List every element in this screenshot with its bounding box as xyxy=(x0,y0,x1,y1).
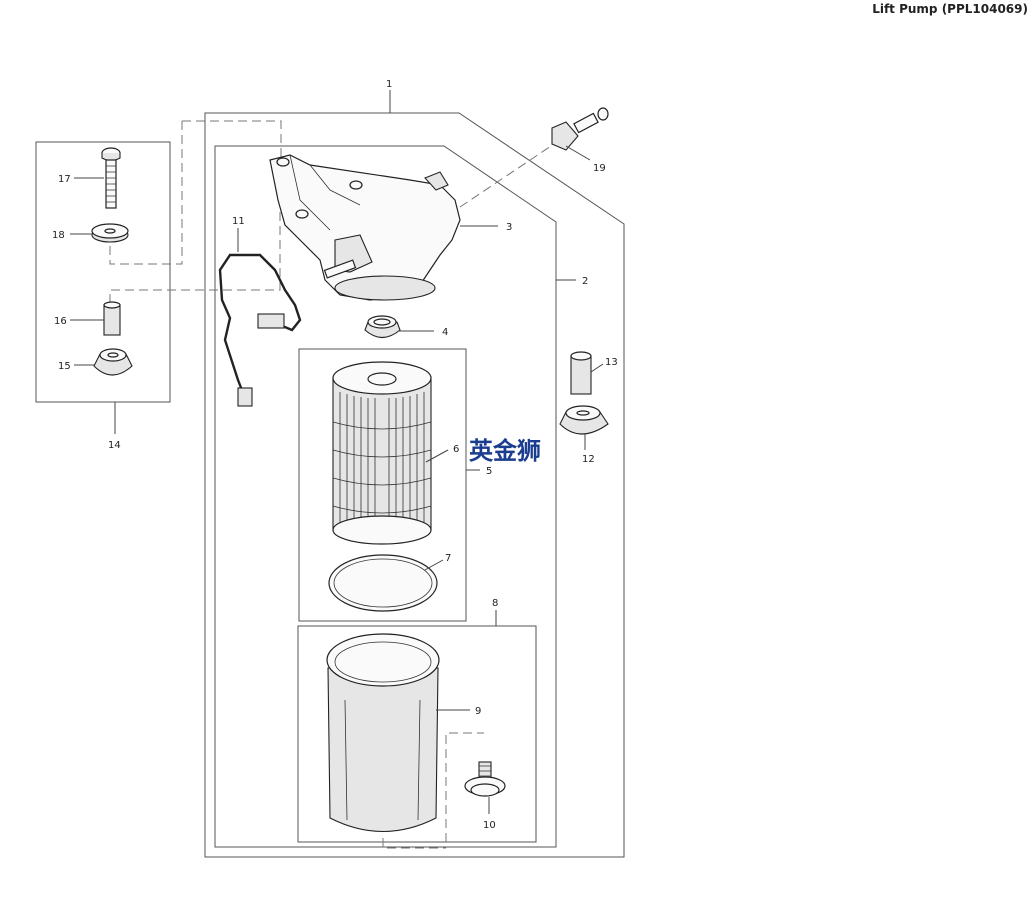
seal-4 xyxy=(364,315,401,339)
mount-15 xyxy=(93,348,133,376)
alignment-line-drain-bottom xyxy=(382,838,446,849)
alignment-line-drain xyxy=(445,732,484,842)
callout-4: 4 xyxy=(442,327,448,338)
callout-18: 18 xyxy=(52,230,65,241)
filter-element-6 xyxy=(332,361,432,545)
kit-14-frame xyxy=(35,141,171,403)
callout-12: 12 xyxy=(582,454,595,465)
filter-bowl-9 xyxy=(326,633,440,832)
leader-13 xyxy=(590,363,604,373)
callout-2: 2 xyxy=(582,276,588,287)
callout-7: 7 xyxy=(445,553,451,564)
drain-plug-10 xyxy=(464,761,506,797)
callout-17: 17 xyxy=(58,174,71,185)
alignment-line-connector xyxy=(459,139,561,208)
callout-13: 13 xyxy=(605,357,618,368)
callout-6: 6 xyxy=(453,444,459,455)
spacer-13 xyxy=(570,351,592,395)
leader-19 xyxy=(565,145,591,161)
callout-15: 15 xyxy=(58,361,71,372)
alignment-line-spacer xyxy=(109,210,281,303)
leader-6 xyxy=(425,449,449,463)
mount-12 xyxy=(559,405,609,435)
watermark: 英金狮 xyxy=(469,437,541,465)
callout-10: 10 xyxy=(483,820,496,831)
alignment-line-washer xyxy=(109,121,183,265)
callout-8: 8 xyxy=(492,598,498,609)
callout-19: 19 xyxy=(593,163,606,174)
callout-11: 11 xyxy=(232,216,245,227)
callout-1: 1 xyxy=(386,79,392,90)
washer-18 xyxy=(91,223,129,243)
callout-5: 5 xyxy=(486,466,492,477)
callout-16: 16 xyxy=(54,316,67,327)
o-ring-7 xyxy=(328,554,438,612)
spacer-16 xyxy=(103,301,121,336)
assembly-2-frame xyxy=(214,145,557,848)
assembly-1-frame xyxy=(204,112,625,858)
harness-11 xyxy=(218,253,302,407)
lift-pump-3 xyxy=(269,154,461,301)
callout-3: 3 xyxy=(506,222,512,233)
page-title: Lift Pump (PPL104069) xyxy=(872,2,1028,16)
bolt-17 xyxy=(101,147,121,209)
callout-9: 9 xyxy=(475,706,481,717)
filter-element-5-frame xyxy=(298,348,467,622)
leader-7 xyxy=(424,559,444,571)
callout-14: 14 xyxy=(108,440,121,451)
connector-19 xyxy=(551,107,609,151)
filter-bowl-8-frame xyxy=(297,625,537,843)
alignment-line-top xyxy=(182,120,282,160)
